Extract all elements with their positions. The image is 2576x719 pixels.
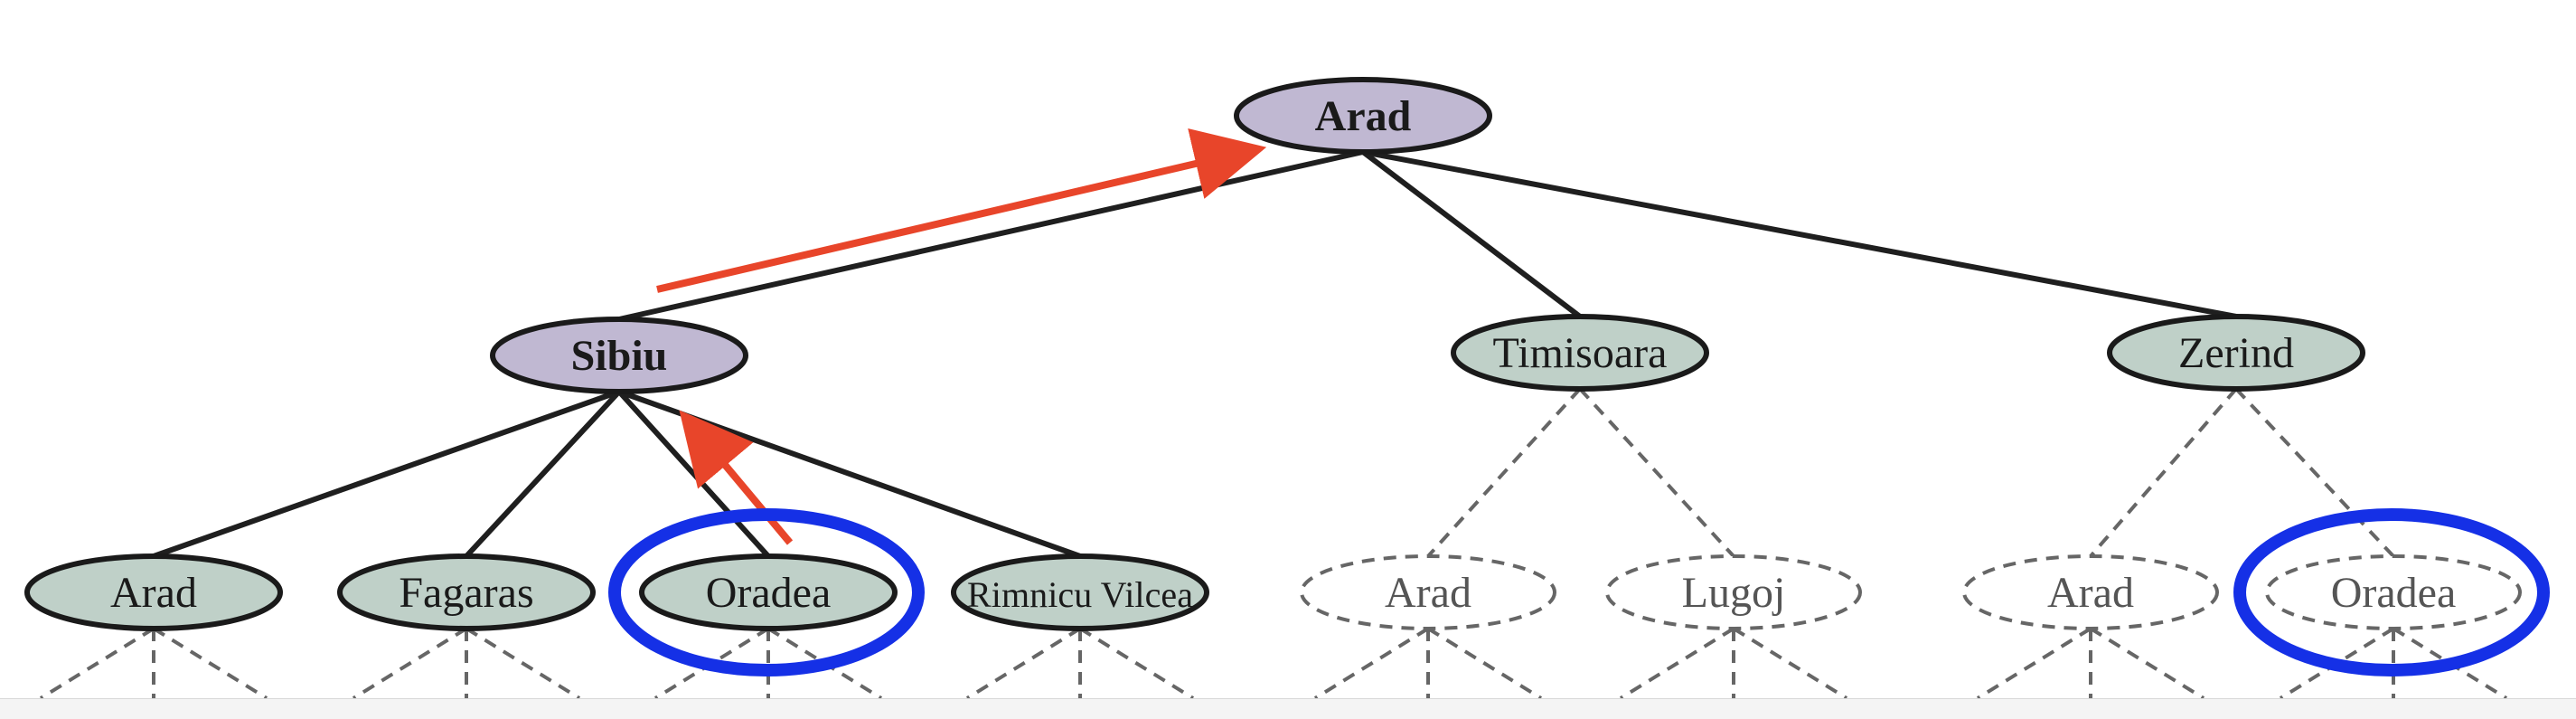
node-label: Oradea (706, 569, 832, 617)
back-arrow-oradea-to-sibiu (679, 410, 794, 545)
node-sibiu-oradea: Oradea (639, 553, 898, 631)
child-stub-edge (965, 627, 1082, 698)
backtrack-arrows (656, 128, 1267, 545)
highlight-rings (608, 508, 2550, 676)
node-sibiu-fagaras: Fagaras (337, 553, 596, 631)
node-sibiu-arad: Arad (24, 553, 283, 631)
node-ellipse (639, 553, 898, 631)
node-ellipse (337, 553, 596, 631)
edge-arad-zerind (1362, 149, 2237, 319)
child-stub-edge (152, 627, 268, 698)
edge-timisoara-arad (1426, 387, 1582, 558)
edge-arad-timisoara (1361, 149, 1582, 319)
child-stub-edge (1078, 627, 1195, 698)
bottom-strip (0, 698, 2576, 719)
node-ellipse (2107, 314, 2365, 392)
edge-sibiu-arad (153, 389, 620, 559)
node-zerind: Zerind (2107, 314, 2365, 392)
node-arad-root: Arad (1234, 77, 1492, 155)
node-label: Arad (110, 569, 197, 617)
node-zerind-arad: Arad (1962, 554, 2219, 630)
node-label: Oradea (2331, 569, 2457, 617)
node-label: Arad (1315, 92, 1412, 140)
child-stub-edge (465, 627, 581, 698)
node-label: Lugoj (1682, 569, 1786, 617)
node-label: Arad (2047, 569, 2134, 617)
edge-timisoara-lugoj (1578, 387, 1735, 558)
node-sibiu: Sibiu (490, 317, 748, 394)
node-label: Arad (1385, 569, 1471, 617)
node-label: Rimnicu Vilcea (967, 574, 1193, 615)
node-ellipse (24, 553, 283, 631)
tree-edges (153, 149, 2395, 559)
node-label: Fagaras (399, 569, 533, 617)
child-stub-edge (1619, 627, 1735, 698)
node-ellipse (1451, 314, 1709, 392)
child-stub-edges (39, 627, 2508, 698)
child-stub-edge (1976, 627, 2092, 698)
node-ellipse (951, 553, 1209, 631)
back-arrow-sibiu-to-arad (656, 128, 1267, 293)
node-sibiu-rimnicu-vilcea: Rimnicu Vilcea (951, 553, 1209, 631)
node-ellipse (1234, 77, 1492, 155)
highlight-ring-zerind-oradea (2233, 508, 2550, 676)
node-ellipse (2265, 554, 2522, 630)
node-ellipse (1605, 554, 1862, 630)
node-label: Sibiu (571, 332, 668, 380)
edge-arad-sibiu (618, 149, 1364, 322)
node-timisoara-arad: Arad (1300, 554, 1556, 630)
child-stub-edge (1313, 627, 1430, 698)
highlight-ring-sibiu-oradea (608, 508, 925, 676)
node-ellipse (490, 317, 748, 394)
child-stub-edge (39, 627, 155, 698)
node-timisoara-lugoj: Lugoj (1605, 554, 1862, 630)
child-stub-edge (352, 627, 468, 698)
edge-zerind-oradea (2234, 387, 2395, 558)
node-label: Zerind (2178, 329, 2294, 377)
edge-sibiu-fagaras (464, 389, 622, 559)
child-stub-edge (1732, 627, 1848, 698)
node-ellipse (1300, 554, 1556, 630)
child-stub-edge (2089, 627, 2205, 698)
child-stub-edge (1426, 627, 1543, 698)
edge-zerind-arad (2089, 387, 2238, 558)
node-zerind-oradea: Oradea (2265, 554, 2522, 630)
node-timisoara: Timisoara (1451, 314, 1709, 392)
node-ellipse (1962, 554, 2219, 630)
node-label: Timisoara (1493, 329, 1668, 377)
